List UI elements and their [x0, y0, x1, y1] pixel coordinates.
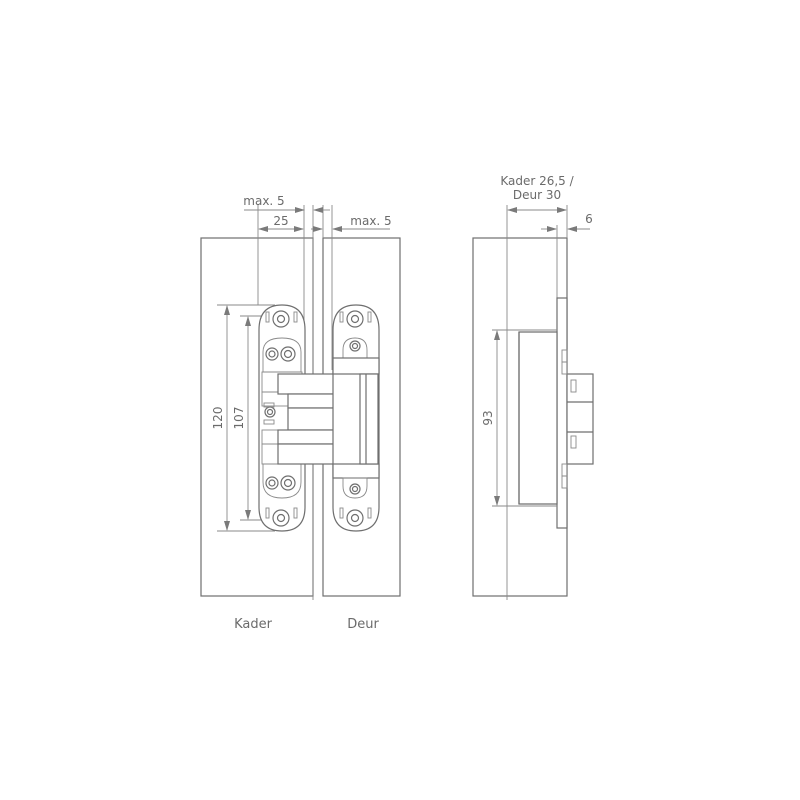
dim-25: 25: [273, 214, 288, 228]
dim-120: 120: [211, 407, 225, 430]
mounting-plate: [556, 297, 568, 529]
dim-max-5-door: max. 5: [350, 214, 391, 228]
dim-depth-line2: Deur 30: [513, 188, 561, 202]
dim-107: 107: [232, 407, 246, 430]
label-frame: Kader: [234, 617, 273, 632]
frame-hinge-body: [258, 304, 306, 532]
label-door: Deur: [347, 617, 379, 632]
dim-6: 6: [585, 212, 593, 226]
door-hinge-body: [332, 304, 380, 532]
dim-93: 93: [481, 410, 495, 425]
dim-max-5-frame: max. 5: [243, 194, 284, 208]
dim-depth-line1: Kader 26,5 /: [500, 174, 574, 188]
side-view: Kader 26,5 / Deur 30 6 93: [472, 174, 594, 600]
front-view: max. 5 25 max. 5 120 107 Kader Deur: [200, 194, 401, 632]
